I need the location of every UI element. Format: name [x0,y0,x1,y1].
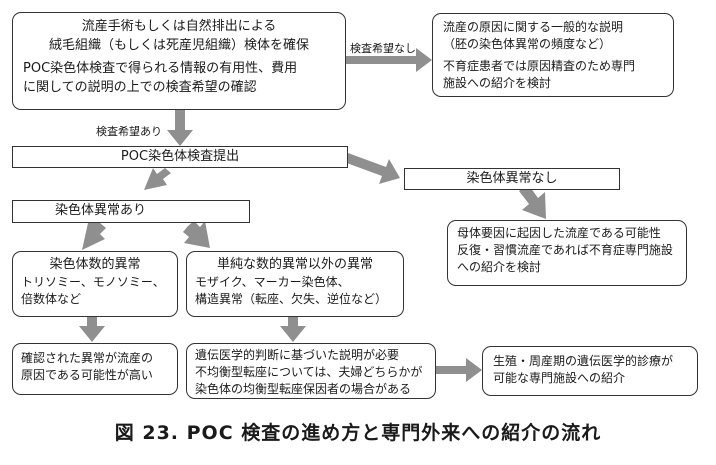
referral-line-2: 可能な専門施設への紹介 [493,371,626,385]
numerical-abnormality-box: 染色体数的異常 トリソミー、モノソミー、 倍数体など [12,251,178,317]
arrow-to-non-numerical [183,221,210,248]
genetic-line-1: 遺伝医学的判断に基づいた説明が必要 [195,348,400,362]
specimen-line-2: 絨毛組織（もしくは死産児組織）検体を確保 [48,38,309,53]
arrow-to-referral [436,358,482,382]
label-no-test: 検査希望なし [350,42,416,55]
arrow-no-test [346,48,432,72]
maternal-line-2: 反復・習慣流産であれば不育症専門施設 [457,243,673,257]
arrow-to-confirmed-cause [79,316,105,342]
referral-line-1: 生殖・周産期の遺伝医学的診療が [493,354,674,368]
general-line-4: 施設への紹介を検討 [443,76,552,90]
consent-line-2: に関しての説明の上での検査希望の確認 [23,80,257,95]
confirmed-line-1: 確認された異常が流産の [21,351,154,365]
general-line-2: （胚の染色体異常の頻度など） [443,37,612,51]
arrow-to-maternal-factor [519,184,546,219]
non-numerical-line-1: モザイク、マーカー染色体、 [195,275,350,289]
abnormality-box: 染色体異常あり [12,200,250,223]
abnormality-label: 染色体異常あり [55,203,147,218]
specimen-line-1: 流産手術もしくは自然排出による [81,19,277,34]
consent-line-1: POC染色体検査で得られる情報の有用性、費用 [23,61,298,76]
genetic-explanation-box: 遺伝医学的判断に基づいた説明が必要 不均衡型転座については、夫婦どちらかが 染色… [186,343,436,399]
arrow-to-no-abnormality [344,153,400,184]
arrow-wants-test [167,110,193,146]
no-abnormality-label: 染色体異常なし [466,171,558,186]
confirmed-line-2: 原因である可能性が高い [21,368,153,382]
numerical-line-1: トリソミー、モノソミー、 [21,275,165,289]
no-abnormality-box: 染色体異常なし [404,168,620,190]
confirmed-cause-box: 確認された異常が流産の 原因である可能性が高い [12,343,178,395]
general-explanation-box: 流産の原因に関する一般的な説明 （胚の染色体異常の頻度など） 不育症患者では原因… [432,13,674,97]
genetic-referral-box: 生殖・周産期の遺伝医学的診療が 可能な専門施設への紹介 [482,346,698,396]
numerical-line-2: 倍数体など [21,292,82,306]
numerical-title: 染色体数的異常 [49,257,141,272]
non-numerical-title: 単純な数的異常以外の異常 [216,257,373,272]
maternal-factor-box: 母体要因に起因した流産である可能性 反復・習慣流産であれば不育症専門施設 への紹… [447,220,687,286]
maternal-line-3: への紹介を検討 [457,260,542,274]
non-numerical-line-2: 構造異常（転座、欠失、逆位など） [195,292,388,306]
general-line-3: 不育症患者では原因精査のため専門 [443,59,636,73]
label-wants-test: 検査希望あり [96,125,162,138]
specimen-collection-box: 流産手術もしくは自然排出による 絨毛組織（もしくは死産児組織）検体を確保 POC… [12,12,346,110]
genetic-line-3: 染色体の均衡型転座保因者の場合がある [195,382,412,396]
genetic-line-2: 不均衡型転座については、夫婦どちらかが [195,365,423,379]
poc-test-label: POC染色体検査提出 [120,149,240,164]
maternal-line-1: 母体要因に起因した流産である可能性 [457,226,661,240]
figure-caption: 図 23. POC 検査の進め方と専門外来への紹介の流れ [114,422,602,444]
general-line-1: 流産の原因に関する一般的な説明 [443,20,624,34]
non-numerical-abnormality-box: 単純な数的異常以外の異常 モザイク、マーカー染色体、 構造異常（転座、欠失、逆位… [186,251,404,317]
arrow-to-abnormality [144,168,171,190]
arrow-to-numerical [82,217,106,250]
arrow-to-genetic-explanation [280,316,306,342]
poc-test-box: POC染色体検査提出 [12,146,348,168]
